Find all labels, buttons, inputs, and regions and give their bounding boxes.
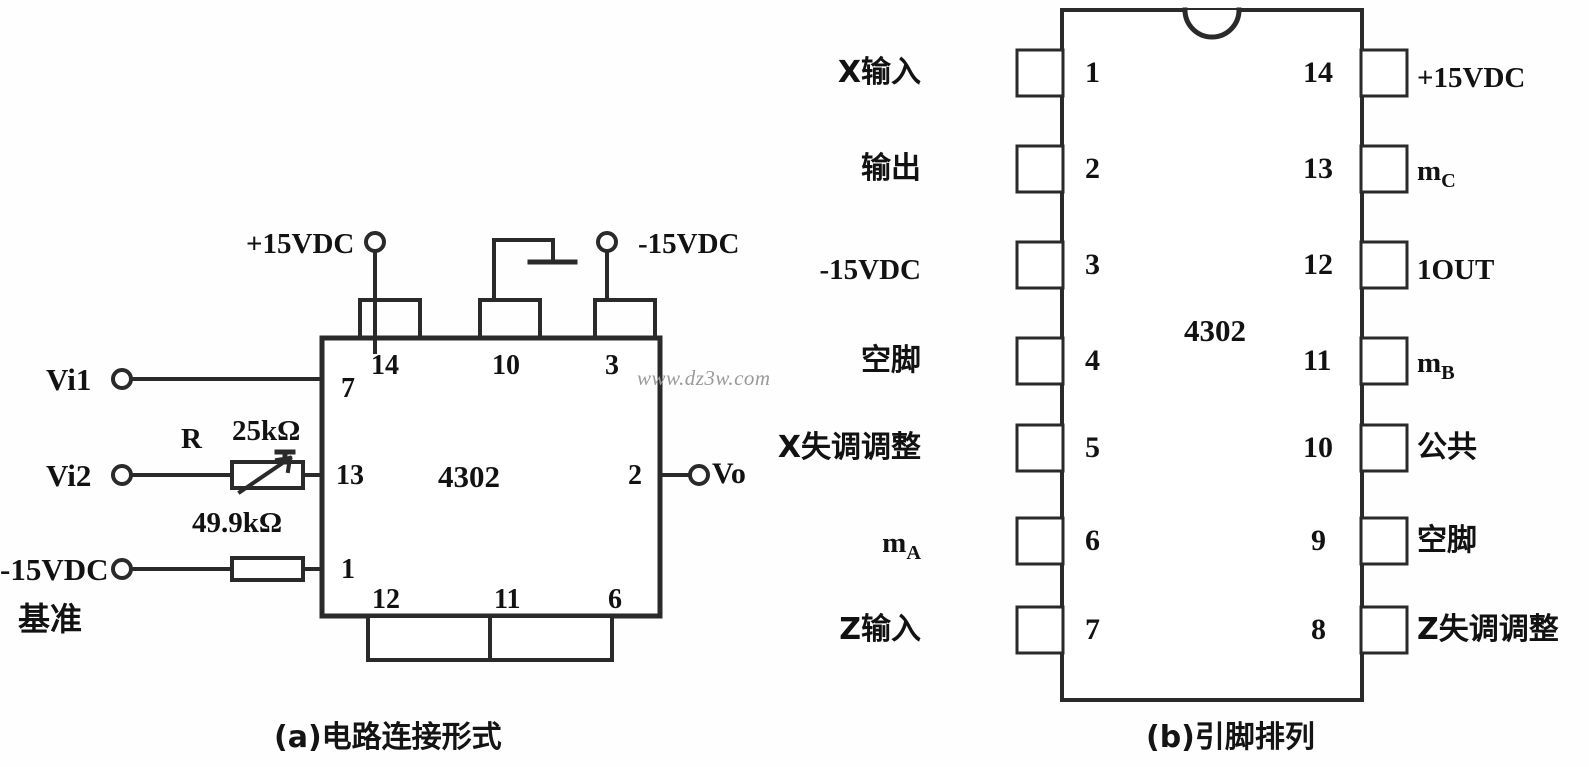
dip-pin-label-2: 输出 (861, 151, 921, 186)
dip-pin-label-4: 空脚 (861, 343, 921, 378)
pin-number-11: 11 (494, 584, 521, 615)
dip-pin-label-12: 1OUT (1417, 254, 1495, 286)
dip-pin-number-14: 14 (1303, 56, 1333, 89)
dip-pin-number-1: 1 (1085, 56, 1100, 89)
pin-number-13: 13 (336, 460, 364, 491)
terminal-vo (688, 464, 710, 486)
dip-pin-label-3: -15VDC (819, 254, 922, 286)
dip-pin-boxes-right (1359, 48, 1409, 655)
label-vi2: Vi2 (46, 458, 92, 493)
device-label-b: 4302 (1184, 313, 1246, 348)
dip-pin-label-11-sub: B (1441, 361, 1455, 384)
pin-number-2: 2 (628, 460, 642, 491)
dip-pin-label-13-sub: C (1441, 169, 1456, 192)
caption-panel-b: (b)引脚排列 (1146, 720, 1315, 755)
dip-pin-label-6-sub: A (906, 541, 921, 564)
pin-number-14: 14 (371, 350, 399, 381)
dip-pin-boxes-left (1015, 48, 1065, 655)
pin-number-1: 1 (341, 554, 355, 585)
dip-pin-number-5: 5 (1085, 431, 1100, 464)
pin-number-10: 10 (492, 350, 520, 381)
label-vo: Vo (712, 457, 746, 490)
terminal-vi1 (111, 368, 133, 390)
dip-pin-number-13: 13 (1303, 152, 1333, 185)
label-reference: 基准 (18, 600, 83, 638)
terminal-vi2 (111, 464, 133, 486)
dip-pin-label-13: mC (1417, 157, 1456, 191)
pin-number-12: 12 (372, 584, 400, 615)
dip-pin-number-2: 2 (1085, 152, 1100, 185)
dip-pin-label-13-text: m (1417, 155, 1442, 187)
terminal-pos15vdc (364, 231, 386, 253)
dip-pin-number-3: 3 (1085, 248, 1100, 281)
label-vi1: Vi1 (46, 362, 92, 397)
label-neg15vdc-left: -15VDC (0, 552, 109, 587)
dip-pin-number-9: 9 (1311, 524, 1326, 557)
pin-number-6: 6 (608, 584, 622, 615)
dip-pin-number-7: 7 (1085, 613, 1100, 646)
pin-number-7: 7 (341, 373, 355, 404)
dip-pin-label-5: X失调调整 (777, 430, 921, 465)
dip-pin-number-12: 12 (1303, 248, 1333, 281)
label-potentiometer-25k: 25kΩ (232, 415, 301, 447)
terminal-neg15vdc (111, 558, 133, 580)
label-neg15vdc-top: -15VDC (638, 228, 740, 260)
dip-pin-number-11: 11 (1303, 344, 1332, 377)
dip-pin-number-4: 4 (1085, 344, 1100, 377)
dip-pin-label-10: 公共 (1417, 430, 1477, 465)
dip-pin-number-6: 6 (1085, 524, 1100, 557)
dip-pin-label-6: mA (882, 529, 921, 563)
caption-panel-a: (a)电路连接形式 (274, 720, 502, 755)
dip-pin-label-11-text: m (1417, 347, 1442, 379)
watermark: www.dz3w.com (637, 366, 771, 390)
device-label-a: 4302 (438, 459, 500, 494)
dip-pin-label-1: X输入 (837, 55, 921, 90)
terminal-neg15vdc-top (596, 231, 618, 253)
dip-pin-label-9: 空脚 (1417, 523, 1477, 558)
dip-pin-label-7: Z输入 (839, 612, 921, 647)
pin-number-3: 3 (605, 350, 619, 381)
label-resistor-49k9: 49.9kΩ (192, 507, 283, 539)
dip-pin-label-14: +15VDC (1417, 62, 1526, 94)
dip-pin-number-8: 8 (1311, 613, 1326, 646)
dip-pin-number-10: 10 (1303, 431, 1333, 464)
label-resistor-r: R (181, 423, 202, 455)
label-pos15vdc: +15VDC (246, 228, 355, 260)
dip-pin-label-11: mB (1417, 349, 1455, 383)
dip-pin-label-8: Z失调调整 (1417, 612, 1559, 647)
dip-pin-label-6-text: m (882, 527, 907, 559)
